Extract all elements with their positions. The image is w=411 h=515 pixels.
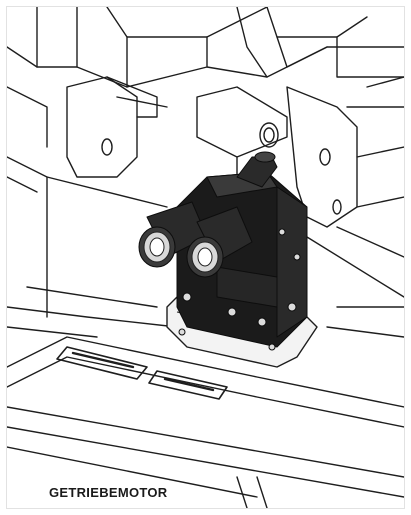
figure-caption: GETRIEBEMOTOR	[49, 485, 168, 500]
gear-motor-illustration	[7, 7, 404, 508]
figure-card: GETRIEBEMOTOR	[6, 6, 405, 509]
